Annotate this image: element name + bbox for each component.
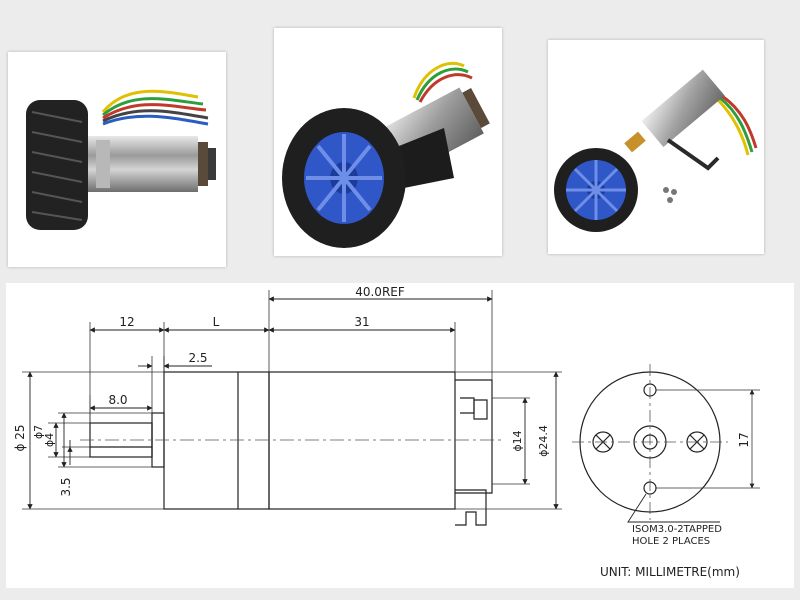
dim-shaft-length: 12 <box>119 315 134 329</box>
photo-motor-kit-parts <box>548 40 764 254</box>
dim-boss-diameter: ϕ14 <box>511 430 524 451</box>
photo-motor-wheel-side <box>8 52 226 267</box>
photo-motor-wheel-bracket <box>274 28 502 256</box>
dim-flat-diameter: ϕ4 <box>43 433 56 447</box>
callout-line-2: HOLE 2 PLACES <box>632 536 710 547</box>
dim-body-diameter: ϕ 25 <box>13 425 27 452</box>
dim-overall-ref: 40.0REF <box>355 285 405 299</box>
dim-flat-depth: 3.5 <box>59 477 73 496</box>
motor-kit-parts-image <box>554 69 758 232</box>
unit-note: UNIT: MILLIMETRE(mm) <box>600 565 740 579</box>
dim-flange: 2.5 <box>188 351 207 365</box>
dim-flat-length: 8.0 <box>108 393 127 407</box>
dim-motor-length: 31 <box>354 315 369 329</box>
dim-shaft-diameter: ϕ7 <box>32 425 45 439</box>
technical-drawing: 40.0REF 12 L 31 2.5 8.0 ϕ 25 ϕ7 ϕ4 3.5 ϕ… <box>6 283 794 588</box>
dim-hole-spacing: 17 <box>737 432 751 447</box>
motor-wheel-side-image <box>26 89 216 230</box>
callout-line-1: ISOM3.0-2TAPPED <box>632 524 722 535</box>
motor-wheel-bracket-image <box>282 61 490 248</box>
dimension-drawing: 40.0REF 12 L 31 2.5 8.0 ϕ 25 ϕ7 ϕ4 3.5 ϕ… <box>13 285 760 547</box>
dim-gearbox-length: L <box>213 315 220 329</box>
side-view-outline <box>89 371 493 526</box>
dim-end-diameter: ϕ24.4 <box>537 425 550 457</box>
callout-leader <box>627 493 720 523</box>
